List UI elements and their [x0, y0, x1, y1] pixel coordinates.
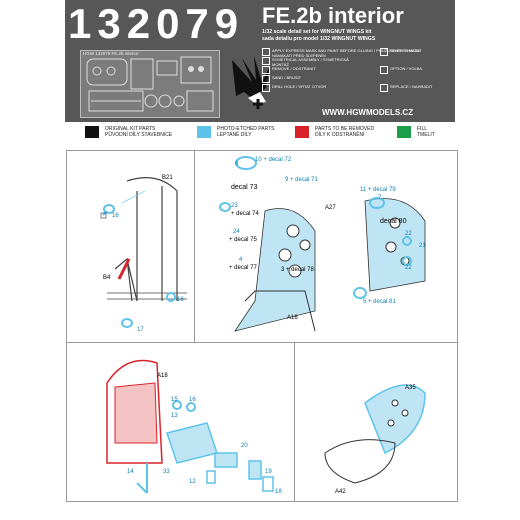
- remove-icon: [262, 66, 270, 74]
- photo-etch-fret: HGW 132079 FE.2b interior: [80, 50, 220, 118]
- step-2-drawing: 10 + decal 72 6 decal 73 9 + decal 71 23…: [219, 156, 426, 332]
- label-24: 24: [233, 229, 240, 235]
- product-code: 132079: [68, 0, 245, 47]
- legend-row: BEND / OHNOUT: [380, 48, 470, 57]
- label-7: 7: [378, 195, 382, 201]
- step-panel-2: 10 + decal 72 6 decal 73 9 + decal 71 23…: [194, 150, 458, 344]
- label-decal-80: decal 80: [380, 218, 407, 225]
- subtitle-line-1: 1/32 scale detail set for WINGNUT WINGS …: [262, 29, 372, 35]
- label-decal-77: + decal 77: [229, 265, 258, 271]
- website-url[interactable]: WWW.HGWMODELS.CZ: [322, 108, 414, 117]
- label-6: 6: [235, 161, 239, 167]
- photo-etched-swatch: [197, 126, 211, 138]
- label-a27: A27: [325, 205, 336, 211]
- part-label-14: 14: [127, 469, 134, 475]
- stamp-icon: [262, 48, 270, 56]
- remove-swatch: [295, 126, 309, 138]
- label-decal-74: + decal 74: [231, 211, 260, 217]
- eagle-emblem-icon: [232, 56, 270, 109]
- part-label-12: 12: [189, 479, 196, 485]
- label-10-decal-72: 10 + decal 72: [255, 157, 292, 163]
- label-3-decal-78: 3 + decal 78: [281, 267, 315, 273]
- part-label-17: 17: [137, 327, 144, 333]
- part-label-b4: B4: [103, 275, 111, 281]
- part-label-18: 18: [275, 489, 282, 495]
- fill-swatch: [397, 126, 411, 138]
- option-icon: [380, 66, 388, 74]
- label-5-decal-81: 5 + decal 81: [363, 299, 397, 305]
- label-22a: 22: [405, 231, 412, 237]
- bend-icon: [380, 48, 388, 56]
- label-23: 23: [231, 203, 238, 209]
- product-title: FE.2b interior: [262, 3, 404, 28]
- label-4: 4: [239, 257, 243, 263]
- symmetrical-icon: [262, 57, 270, 65]
- part-label-a42: A42: [335, 489, 346, 495]
- legend-row: SAND / BRUSIT: [262, 75, 352, 84]
- label-decal-75: + decal 75: [229, 237, 258, 243]
- part-label-15: 15: [171, 397, 178, 403]
- fret-drawing: [86, 56, 214, 112]
- step-panel-3: A18 15 13 16 14 33 20 12 19 18: [66, 342, 296, 502]
- sand-icon: [262, 75, 270, 83]
- step-panel-4: A35 A42: [294, 342, 458, 502]
- legend-row: DRILL HOLE / VRTAT OTVOR: [262, 84, 352, 93]
- fret-label: HGW 132079 FE.2b interior: [83, 51, 139, 56]
- label-22b: 22: [405, 265, 412, 271]
- subtitle-line-2: sada detailu pro model 1/32 WINGNUT WING…: [262, 36, 376, 42]
- step-panel-1: B21 16 B4 16 17: [66, 150, 196, 344]
- legend-row: SYMETRICAL ASSEMBLY / SYMETRICKÁ MONTÁŽ: [262, 57, 352, 67]
- part-label-33: 33: [163, 469, 170, 475]
- legend-row: OPTION / VOLBA: [380, 66, 470, 75]
- label-21: 21: [419, 243, 426, 249]
- drill-icon: [262, 84, 270, 92]
- label-9-decal-71: 9 + decal 71: [285, 177, 319, 183]
- step-3-drawing: A18 15 13 16 14 33 20 12 19 18: [106, 359, 282, 495]
- replace-icon: [380, 84, 388, 92]
- part-label-a35: A35: [405, 385, 416, 391]
- part-label-16: 16: [112, 213, 119, 219]
- part-label-16b: 16: [177, 297, 184, 303]
- legend-row: REPLACE / NAHRADIT: [380, 84, 470, 93]
- part-label-b21: B21: [162, 175, 173, 181]
- part-label-16: 16: [189, 397, 196, 403]
- part-label-19: 19: [265, 469, 272, 475]
- kit-parts-swatch: [85, 126, 99, 138]
- label-decal-73: decal 73: [231, 184, 258, 191]
- part-label-13: 13: [171, 413, 178, 419]
- step-1-drawing: B21 16 B4 16 17: [100, 175, 187, 333]
- label-a16: A16: [287, 315, 298, 321]
- part-label-20: 20: [241, 443, 248, 449]
- part-label-a18: A18: [157, 373, 168, 379]
- legend-row: APPLY EXPRESS MASK AND PAINT BEFORE GLUI…: [262, 48, 420, 58]
- legend-row: REMOVE / ODSTRANIT: [262, 66, 352, 75]
- label-11-decal-79: 11 + decal 79: [360, 187, 396, 193]
- step-4-drawing: A35 A42: [324, 384, 426, 495]
